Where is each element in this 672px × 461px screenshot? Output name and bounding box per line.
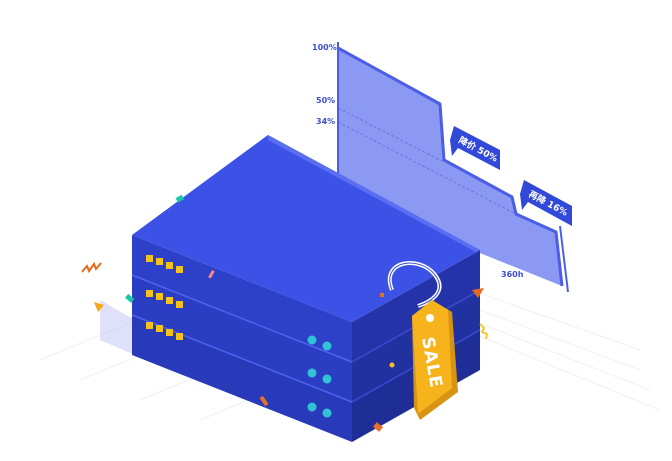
- chart-line: [337, 46, 564, 287]
- server-top: [132, 135, 480, 322]
- server-unit-2: [132, 275, 352, 402]
- step-chart: 100% 50% 34% 360h 降价 50% 再降 16%: [312, 42, 572, 293]
- server-rack-icon: [131, 135, 481, 442]
- server-unit-3: [132, 315, 352, 442]
- y-tick-label: 50%: [316, 96, 335, 105]
- led-row: [146, 255, 183, 273]
- y-tick-label: 34%: [316, 117, 335, 126]
- glow: [100, 300, 135, 355]
- confetti-icon: [81, 194, 489, 432]
- port-pair: [307, 335, 332, 351]
- led-row: [146, 290, 183, 308]
- y-tick-label: 100%: [312, 43, 337, 52]
- chart-area: [338, 48, 562, 286]
- port-pair: [307, 368, 332, 384]
- server-unit-1: [132, 235, 352, 362]
- callout-price-drop-50: 降价 50%: [450, 126, 500, 170]
- price-tag-icon: SALE: [387, 261, 458, 420]
- led-row: [146, 322, 183, 340]
- x-tick-label: 360h: [501, 270, 524, 279]
- port-pair: [307, 402, 332, 418]
